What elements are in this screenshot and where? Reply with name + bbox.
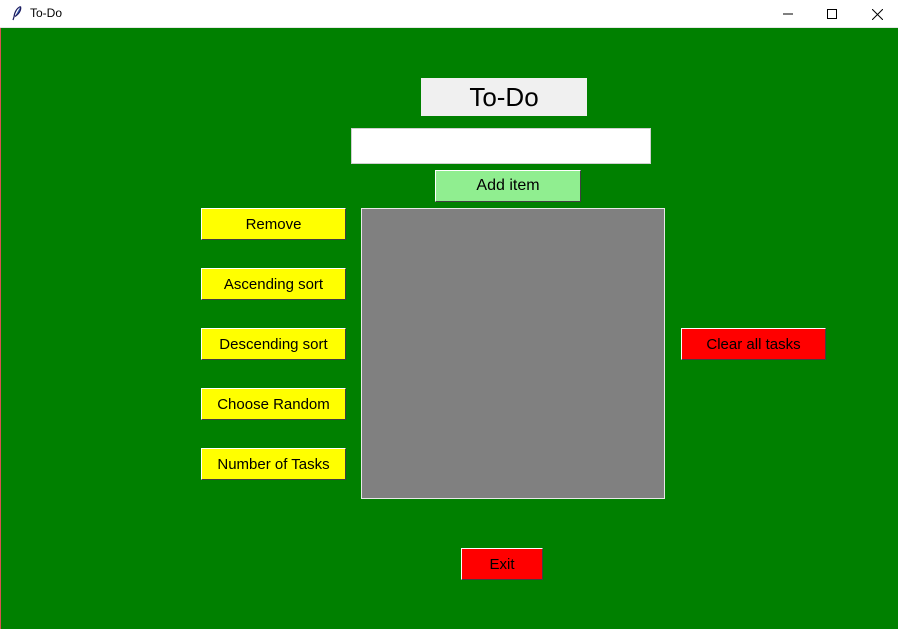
exit-button[interactable]: Exit xyxy=(461,548,543,580)
minimize-button[interactable] xyxy=(765,0,811,28)
task-listbox[interactable] xyxy=(361,208,665,499)
choose-random-button[interactable]: Choose Random xyxy=(201,388,346,420)
maximize-button[interactable] xyxy=(809,0,855,28)
ascending-sort-button[interactable]: Ascending sort xyxy=(201,268,346,300)
app-heading: To-Do xyxy=(421,78,587,116)
add-item-button[interactable]: Add item xyxy=(435,170,581,202)
maximize-icon xyxy=(827,9,837,19)
descending-sort-button[interactable]: Descending sort xyxy=(201,328,346,360)
close-icon xyxy=(871,8,883,20)
close-button[interactable] xyxy=(854,0,898,28)
minimize-icon xyxy=(783,9,793,19)
clear-all-tasks-button[interactable]: Clear all tasks xyxy=(681,328,826,360)
window-titlebar: To-Do xyxy=(0,0,898,28)
task-input[interactable] xyxy=(351,128,651,164)
remove-button[interactable]: Remove xyxy=(201,208,346,240)
number-of-tasks-button[interactable]: Number of Tasks xyxy=(201,448,346,480)
window-title: To-Do xyxy=(30,6,63,20)
feather-icon xyxy=(9,5,25,21)
